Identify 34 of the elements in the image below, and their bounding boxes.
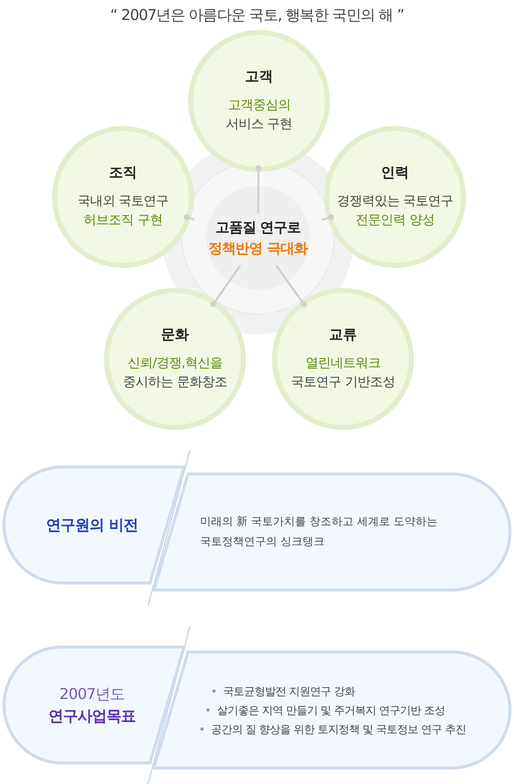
pill-panel — [150, 650, 512, 770]
pill-panel — [150, 472, 512, 592]
connector-line — [210, 264, 242, 308]
heading: 조직 — [109, 164, 137, 182]
heading: 고객 — [245, 68, 273, 86]
bullet-item: 살기좋은 지역 만들기 및 주거복지 연구기반 조성 — [217, 702, 445, 718]
heading: 2007년도 — [59, 684, 125, 705]
heading: 교류 — [329, 326, 357, 344]
heading: 연구원의 비전 — [46, 515, 138, 536]
text: 전문인력 양성 — [356, 212, 434, 230]
bullet-item: 국토균형발전 지원연구 강화 — [223, 684, 355, 700]
connector-line — [322, 214, 334, 221]
text: 중시하는 문화창조 — [123, 374, 227, 392]
bullet-item: 공간의 질 향상을 위한 토지정책 및 국토정보 연구 추진 — [211, 722, 466, 738]
pill-panel — [2, 645, 186, 765]
heading: 인력 — [381, 164, 409, 182]
text: 국토연구 기반조성 — [291, 374, 395, 392]
pill-panel — [2, 465, 186, 585]
connector-line — [256, 165, 262, 214]
text: 허브조직 구현 — [84, 212, 162, 230]
heading: 연구사업목표 — [48, 706, 136, 727]
text: 미래의 新 국토가치를 창조하고 세계로 도약하는 국토정책연구의 싱크탱크 — [200, 514, 438, 550]
text: 신뢰/경쟁,혁신을 — [127, 355, 222, 373]
text: 경쟁력있는 국토연구 — [336, 193, 454, 211]
text: 고객중심의 — [228, 97, 290, 115]
heading: 문화 — [161, 326, 189, 344]
text: 국내외 국토연구 — [77, 193, 169, 211]
text: 열린네트워크 — [306, 355, 380, 373]
text: 고품질 연구로 — [214, 219, 302, 238]
text: 서비스 구현 — [226, 116, 292, 134]
connector-line — [184, 214, 194, 221]
title: “ 2007년은 아름다운 국토, 행복한 국민의 해 ” — [109, 6, 405, 25]
connector-line — [275, 264, 308, 308]
text: 정책반영 극대화 — [208, 240, 309, 259]
